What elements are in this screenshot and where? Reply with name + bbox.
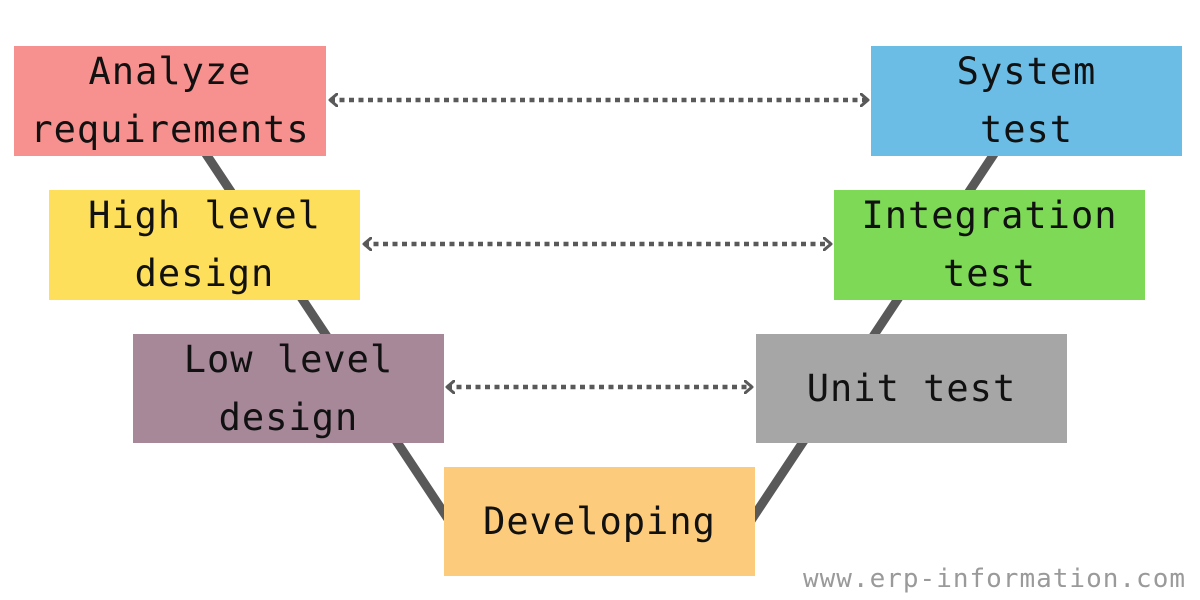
stage-system-test: System test xyxy=(871,46,1182,156)
stage-low-level-design: Low level design xyxy=(133,334,444,443)
stage-integration-test: Integration test xyxy=(834,190,1145,300)
watermark-url: www.erp-information.com xyxy=(802,564,1186,594)
stage-developing-label: Developing xyxy=(483,499,716,543)
stage-developing: Developing xyxy=(444,467,755,576)
stage-high-level-design-label: High level design xyxy=(88,194,321,295)
stage-high-level-design: High level design xyxy=(49,190,360,300)
stage-low-level-design-label: Low level design xyxy=(183,337,394,439)
stage-system-test-label: System test xyxy=(956,50,1097,151)
stage-analyze-requirements: Analyze requirements xyxy=(14,46,326,156)
stage-integration-test-label: Integration test xyxy=(861,194,1118,295)
stage-unit-test: Unit test xyxy=(756,334,1067,443)
stage-unit-test-label: Unit test xyxy=(806,366,1017,410)
stage-analyze-requirements-label: Analyze requirements xyxy=(30,50,310,151)
